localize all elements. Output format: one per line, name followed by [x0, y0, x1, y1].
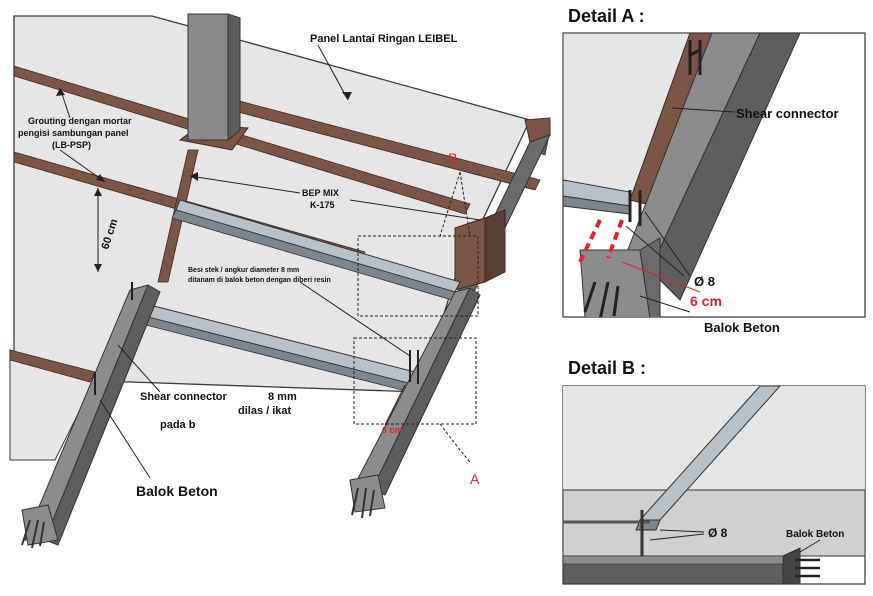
- balok-beton-label: Balok Beton: [136, 483, 218, 499]
- marker-b: B: [448, 150, 457, 166]
- detail-b: Detail B : Ø 8: [562, 358, 866, 585]
- besi-stek-label-1: Besi stek / angkur diameter 8 mm: [188, 267, 299, 274]
- detail-a-title: Detail A :: [568, 6, 645, 26]
- detail-a-diameter: Ø 8: [694, 274, 715, 289]
- leader-lines: [59, 44, 481, 479]
- column: [178, 13, 249, 151]
- shear-size-label: 8 mm: [268, 391, 297, 403]
- grouting-label-1: Grouting dengan mortar: [28, 116, 132, 126]
- main-view: Panel Lantai Ringan LEIBEL Grouting deng…: [9, 13, 551, 549]
- beam-left: [21, 284, 161, 549]
- bep-mix-label-1: BEP MIX: [302, 188, 339, 198]
- bep-mix-label-2: K-175: [310, 200, 335, 210]
- detail-b-diameter: Ø 8: [708, 526, 728, 540]
- shear-weld-label: dilas / ikat: [238, 405, 292, 417]
- leader-arrowheads: [56, 88, 352, 272]
- grouting-label-3: (LB-PSP): [52, 140, 91, 150]
- detail-a: Detail A :: [562, 6, 866, 335]
- detail-a-six-cm: 6 cm: [690, 293, 722, 309]
- shear-connector-label: Shear connector: [140, 391, 228, 403]
- marker-a: A: [470, 471, 480, 487]
- grout-strips: [9, 65, 551, 383]
- detail-b-balok-beton: Balok Beton: [786, 529, 844, 540]
- shear-rods: [94, 282, 419, 395]
- detail-a-balok-beton: Balok Beton: [704, 320, 780, 335]
- grouting-label-2: pengisi sambungan panel: [18, 128, 129, 138]
- six-cm-label: 6 cm: [382, 425, 403, 435]
- besi-stek-label-2: ditanam di balok beton dengan diberi res…: [188, 277, 331, 284]
- panel-title-label: Panel Lantai Ringan LEIBEL: [310, 33, 458, 45]
- pada-label: pada b: [160, 419, 196, 431]
- detail-a-box: [353, 337, 477, 425]
- detail-b-box: [357, 235, 479, 317]
- detail-b-title: Detail B :: [568, 358, 646, 378]
- detail-a-shear-connector: Shear connector: [736, 106, 839, 121]
